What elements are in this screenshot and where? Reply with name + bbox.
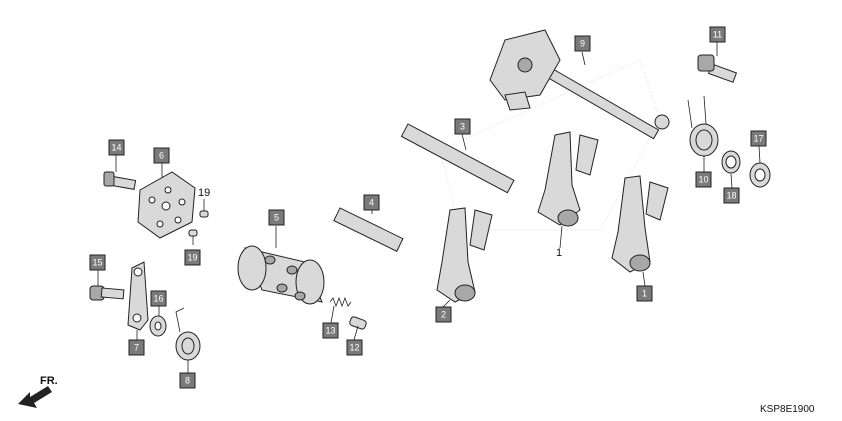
svg-text:16: 16: [153, 294, 163, 304]
callout-5: 5: [268, 209, 285, 226]
callout-10: 10: [695, 171, 712, 188]
svg-text:2: 2: [441, 310, 446, 320]
part-1-shift-fork-upper: [537, 131, 599, 227]
callout-6: 6: [153, 147, 170, 164]
part-19-pin-a: [199, 210, 209, 218]
svg-text:6: 6: [159, 151, 164, 161]
part-12-pin: [349, 316, 367, 330]
part-16-washer: [149, 315, 167, 337]
part-1-shift-fork-lower: [611, 175, 669, 273]
part-19-pin-b: [188, 229, 198, 237]
svg-text:3: 3: [460, 122, 465, 132]
svg-text:14: 14: [111, 143, 121, 153]
part-5-shift-drum: [237, 245, 325, 305]
part-2-shift-fork: [436, 207, 493, 303]
svg-text:10: 10: [698, 175, 708, 185]
callout-15: 15: [89, 254, 106, 271]
svg-text:19: 19: [187, 253, 197, 263]
svg-text:17: 17: [753, 134, 763, 144]
callout-13: 13: [322, 322, 339, 339]
diagram-code: KSP8E1900: [760, 404, 815, 415]
svg-text:1: 1: [642, 289, 647, 299]
part-8-spring: [175, 307, 201, 361]
part-11-bolt: [697, 54, 738, 83]
callout-19-boxed: 19: [184, 249, 201, 266]
callout-2: 2: [435, 306, 452, 323]
callout-17: 17: [750, 130, 767, 147]
callout-16: 16: [150, 290, 167, 307]
svg-text:7: 7: [134, 343, 139, 353]
svg-text:18: 18: [726, 191, 736, 201]
callout-3: 3: [454, 118, 471, 135]
part-7-stopper-arm: [127, 261, 149, 331]
part-9-shift-spindle: [489, 29, 670, 140]
part-14-bolt: [103, 171, 137, 190]
callout-1-lower: 1: [636, 285, 653, 302]
part-17-washer: [749, 162, 771, 188]
callout-12: 12: [346, 339, 363, 356]
callout-18: 18: [723, 187, 740, 204]
svg-text:5: 5: [274, 213, 279, 223]
callout-11: 11: [709, 26, 726, 43]
svg-text:4: 4: [369, 198, 374, 208]
part-10-spring: [687, 95, 719, 157]
part-18-collar: [721, 150, 741, 174]
part-13-spring: [329, 296, 352, 308]
front-direction-arrow: FR.: [18, 375, 58, 408]
part-15-bolt: [89, 285, 125, 301]
label-19-plain: 19: [198, 187, 210, 199]
callout-4: 4: [363, 194, 380, 211]
part-3-fork-shaft: [400, 123, 515, 194]
svg-text:FR.: FR.: [40, 375, 58, 387]
part-6-drum-center: [137, 171, 196, 239]
leader-lines: [97, 42, 761, 373]
callout-9: 9: [574, 35, 591, 52]
svg-text:8: 8: [185, 376, 190, 386]
svg-text:15: 15: [92, 258, 102, 268]
callout-7: 7: [128, 339, 145, 356]
label-1-upper: 1: [556, 247, 562, 259]
callout-14: 14: [108, 139, 125, 156]
part-4-fork-shaft: [333, 207, 404, 252]
svg-text:13: 13: [325, 326, 335, 336]
svg-text:12: 12: [349, 343, 359, 353]
callout-8: 8: [179, 372, 196, 389]
svg-text:9: 9: [580, 39, 585, 49]
svg-text:11: 11: [713, 30, 722, 40]
